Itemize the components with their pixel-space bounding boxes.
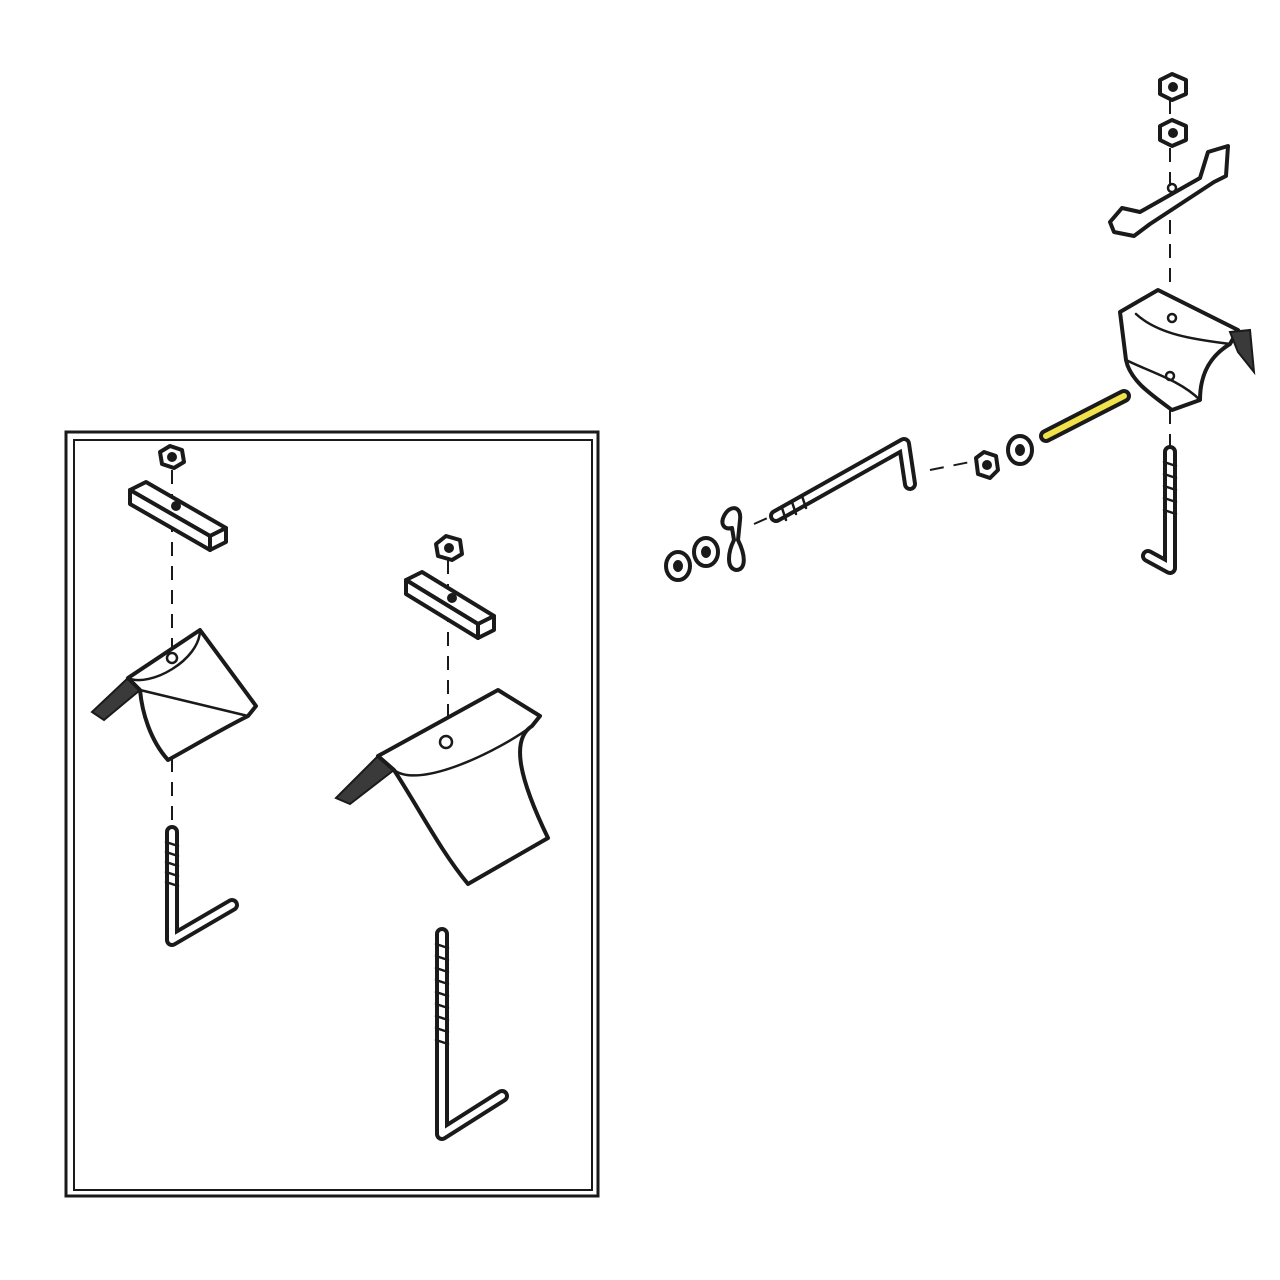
highlight-mark [1043, 393, 1127, 439]
inset-large-clamp-group [334, 534, 550, 1141]
retainer-strap [1108, 144, 1230, 238]
top-nut-icon [1158, 72, 1188, 102]
nut-icon [158, 444, 186, 470]
square-bar [404, 570, 496, 640]
short-j-bolt [164, 825, 239, 947]
small-saddle-clamp [90, 628, 258, 762]
inset-small-clamp-group [90, 444, 258, 947]
nut-icon [974, 450, 1000, 480]
nut-icon [434, 534, 464, 562]
l-bolt [1141, 445, 1178, 575]
highlighted-threaded-rod [1039, 389, 1131, 443]
long-j-bolt [434, 927, 509, 1141]
large-saddle-clamp [334, 688, 550, 886]
second-nut-icon [1158, 118, 1188, 148]
washer-icon [1006, 434, 1034, 466]
main-assembly [664, 72, 1256, 582]
end-nut-icon [664, 550, 692, 582]
lock-washer-icon [692, 536, 720, 568]
saddle-bracket [1118, 288, 1256, 412]
wing-nut-icon [720, 506, 746, 572]
inset-panel [64, 430, 600, 1198]
square-bar [128, 480, 228, 552]
hook-rod [769, 437, 917, 523]
